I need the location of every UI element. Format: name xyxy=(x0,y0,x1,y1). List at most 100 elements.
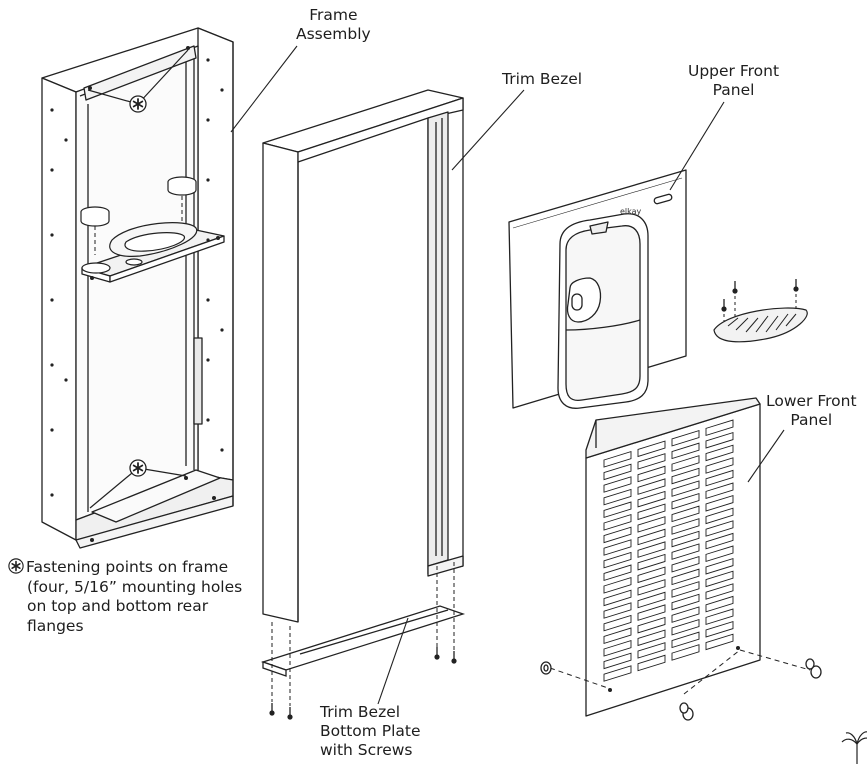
louver-slots xyxy=(603,419,734,682)
label-line: Upper Front xyxy=(688,62,780,80)
label-line: Panel xyxy=(712,81,755,99)
label-line: Trim Bezel xyxy=(320,703,401,721)
panel-fasteners xyxy=(540,658,822,721)
louver-slot xyxy=(637,440,666,458)
note-line: flanges xyxy=(27,616,84,635)
louver-slot xyxy=(603,614,632,632)
louver-slot xyxy=(603,602,632,619)
louver-slot xyxy=(637,465,666,483)
louver-slot xyxy=(637,503,666,521)
louver-slot xyxy=(603,652,632,670)
louver-slot xyxy=(705,419,734,436)
louver-slot xyxy=(705,633,734,651)
louver-slot xyxy=(705,620,734,638)
louver-slot xyxy=(671,518,700,535)
louver-slot xyxy=(705,482,734,499)
label-line: Lower Front xyxy=(766,392,857,410)
louver-slot xyxy=(637,616,666,634)
fittings xyxy=(80,176,198,274)
label-line: with Screws xyxy=(320,741,413,759)
louver-slot xyxy=(637,516,666,533)
fastening-point-icon-bottom xyxy=(129,459,147,477)
louver-slot xyxy=(671,644,700,661)
louver-slot xyxy=(671,505,700,523)
louver-slot xyxy=(671,442,700,460)
louver-slot xyxy=(637,553,666,571)
label-frame-assembly: Frame Assembly xyxy=(296,6,371,44)
louver-slot xyxy=(603,589,632,607)
louver-slot xyxy=(705,595,734,613)
louver-slot xyxy=(705,469,734,487)
louver-slot xyxy=(637,478,666,495)
label-trim-bezel-bottom-plate: Trim Bezel Bottom Plate with Screws xyxy=(320,703,421,760)
louver-slot xyxy=(705,583,734,600)
note-line: (four, 5/16” mounting holes xyxy=(27,577,243,596)
louver-slot xyxy=(603,577,632,594)
louver-slot xyxy=(705,507,734,525)
louver-slot xyxy=(637,604,666,621)
upper-front-panel xyxy=(508,169,687,409)
louver-slot xyxy=(637,541,666,558)
louver-slot xyxy=(637,642,666,659)
label-line: Bottom Plate xyxy=(320,722,421,740)
fastening-point-icon xyxy=(8,558,24,574)
louver-slot xyxy=(637,579,666,596)
label-lower-front-panel: Lower Front Panel xyxy=(766,392,857,430)
louver-slot xyxy=(671,618,700,636)
louver-slot xyxy=(705,570,734,588)
louver-slot xyxy=(603,665,632,682)
louver-slot xyxy=(603,463,632,481)
palm-tree-icon xyxy=(841,731,867,764)
louver-slot xyxy=(637,490,666,508)
louver-slot xyxy=(671,555,700,573)
louver-slot xyxy=(705,520,734,537)
louver-slot xyxy=(637,528,666,546)
louver-slot xyxy=(671,631,700,649)
upper-grille xyxy=(713,307,808,343)
louver-slot xyxy=(637,629,666,647)
louver-slot xyxy=(603,539,632,556)
fastening-point-icon-top xyxy=(129,95,147,113)
louver-slot xyxy=(603,514,632,531)
louver-slot xyxy=(671,606,700,623)
louver-slot xyxy=(603,627,632,645)
louver-slot xyxy=(637,591,666,609)
label-line: Trim Bezel xyxy=(502,70,583,88)
louver-slot xyxy=(671,467,700,485)
frame-holes xyxy=(50,46,224,542)
fastening-point-markers xyxy=(87,49,189,509)
louver-slot xyxy=(705,532,734,550)
louver-slot xyxy=(637,566,666,584)
label-line: Panel xyxy=(790,411,833,429)
trim-bezel xyxy=(262,89,464,623)
louver-slot xyxy=(637,654,666,672)
note-line: Fastening points on frame xyxy=(26,558,229,576)
louver-slot xyxy=(671,455,700,472)
louver-slot xyxy=(671,568,700,586)
louver-slot xyxy=(671,543,700,560)
louver-slot xyxy=(671,593,700,611)
frame-assembly xyxy=(41,27,234,549)
trim-bezel-bottom-plate xyxy=(260,605,466,677)
fastening-note: Fastening points on frame (four, 5/16” m… xyxy=(8,558,258,636)
label-upper-front-panel: Upper Front Panel xyxy=(688,62,779,100)
louver-slot xyxy=(671,530,700,548)
louver-slot xyxy=(705,557,734,575)
label-trim-bezel: Trim Bezel xyxy=(502,70,582,89)
louver-slot xyxy=(705,545,734,562)
louver-slot xyxy=(671,429,700,447)
note-line: on top and bottom rear xyxy=(27,597,209,615)
louver-slot xyxy=(603,501,632,519)
leader-lines xyxy=(230,45,785,705)
louver-slot xyxy=(705,444,734,462)
panel-logo: elkay xyxy=(620,207,642,216)
louver-slot xyxy=(671,480,700,497)
louver-slot xyxy=(603,564,632,582)
label-line: Frame xyxy=(309,6,358,24)
louver-slot xyxy=(603,526,632,544)
louver-slot xyxy=(705,494,734,512)
louver-slot xyxy=(637,453,666,470)
louver-slot xyxy=(705,431,734,449)
label-line: Assembly xyxy=(296,25,371,43)
